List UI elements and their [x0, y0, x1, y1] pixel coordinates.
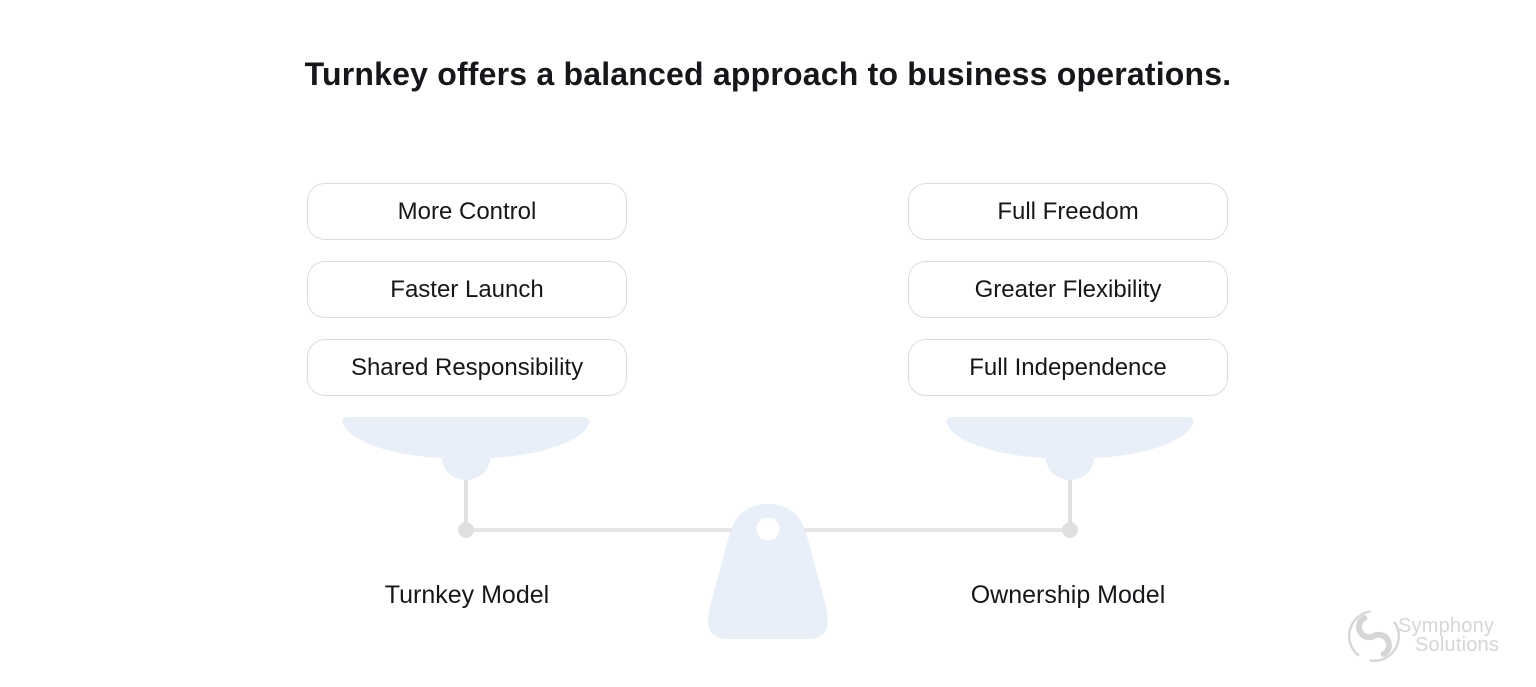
pill-faster-launch: Faster Launch — [307, 261, 627, 318]
left-joint-dot — [458, 522, 474, 538]
pill-greater-flexibility: Greater Flexibility — [908, 261, 1228, 318]
weight-hole — [756, 517, 780, 541]
right-joint-dot — [1062, 522, 1078, 538]
ownership-model-label: Ownership Model — [970, 581, 1166, 609]
pill-shared-responsibility: Shared Responsibility — [307, 339, 627, 396]
left-pan-icon — [342, 417, 590, 480]
pill-more-control: More Control — [307, 183, 627, 240]
turnkey-model-label: Turnkey Model — [384, 581, 550, 609]
turnkey-benefits-list: More Control Faster Launch Shared Respon… — [307, 183, 627, 396]
weight-icon — [708, 504, 828, 639]
brand-name-line2: Solutions — [1415, 634, 1500, 656]
brand-name-line1: Symphony — [1398, 615, 1495, 637]
ownership-benefits-list: Full Freedom Greater Flexibility Full In… — [908, 183, 1228, 396]
pill-full-independence: Full Independence — [908, 339, 1228, 396]
right-pan-icon — [946, 417, 1194, 480]
page-title: Turnkey offers a balanced approach to bu… — [304, 56, 1232, 92]
brand-watermark: Symphony Solutions — [1346, 608, 1499, 664]
brand-name: Symphony Solutions — [1398, 615, 1500, 656]
pill-full-freedom: Full Freedom — [908, 183, 1228, 240]
symphony-logo-icon — [1348, 610, 1400, 662]
